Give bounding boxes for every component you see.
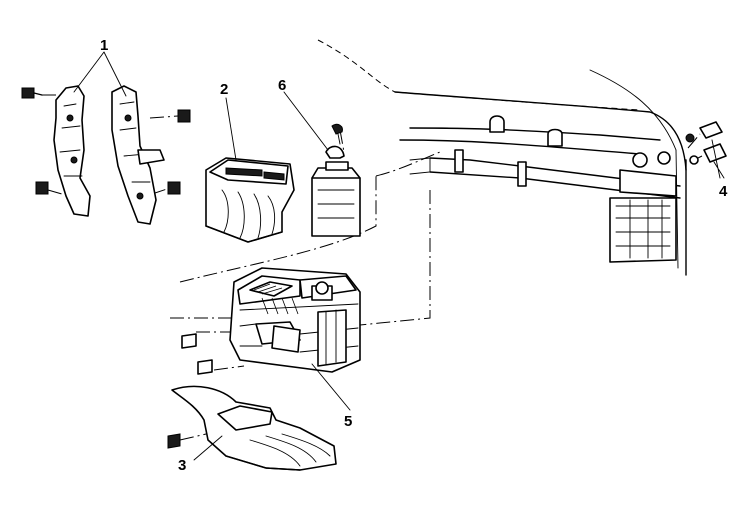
callout-4: 4 xyxy=(719,183,728,200)
callout-5: 5 xyxy=(344,413,352,430)
part-5-heater-unit xyxy=(181,267,361,411)
vehicle-body-outline xyxy=(317,39,687,276)
callout-1: 1 xyxy=(100,37,108,54)
callout-2: 2 xyxy=(220,81,228,98)
callout-3: 3 xyxy=(178,457,186,474)
part-1-mounting-brackets xyxy=(21,51,191,225)
callout-6: 6 xyxy=(278,77,286,94)
part-3-lower-duct xyxy=(167,385,337,471)
part-2-air-duct xyxy=(205,97,295,243)
part-6-canister xyxy=(283,91,361,237)
part-4-fittings xyxy=(685,121,727,179)
